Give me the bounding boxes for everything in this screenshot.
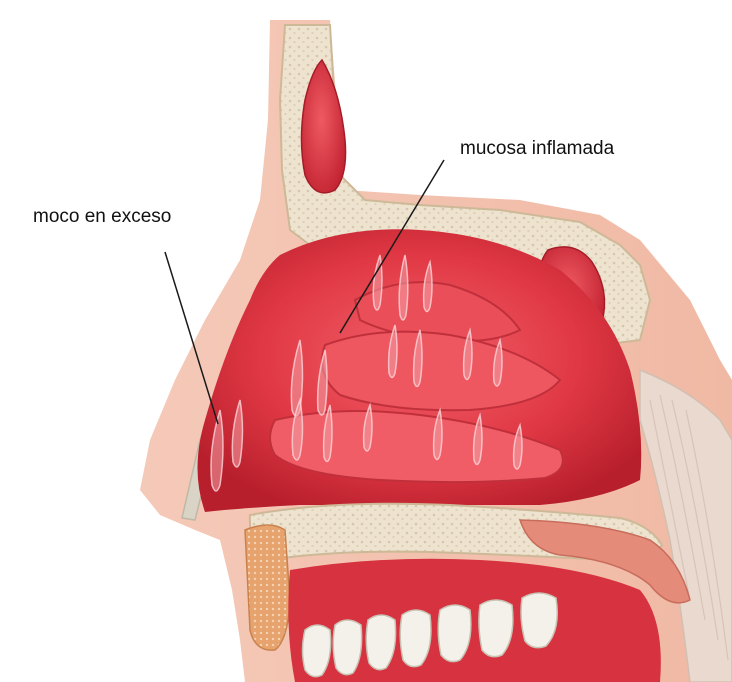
excess-mucus-label: moco en exceso <box>33 206 171 227</box>
upper-lip-tissue <box>245 525 290 650</box>
inflamed-mucosa-label: mucosa inflamada <box>460 138 615 159</box>
